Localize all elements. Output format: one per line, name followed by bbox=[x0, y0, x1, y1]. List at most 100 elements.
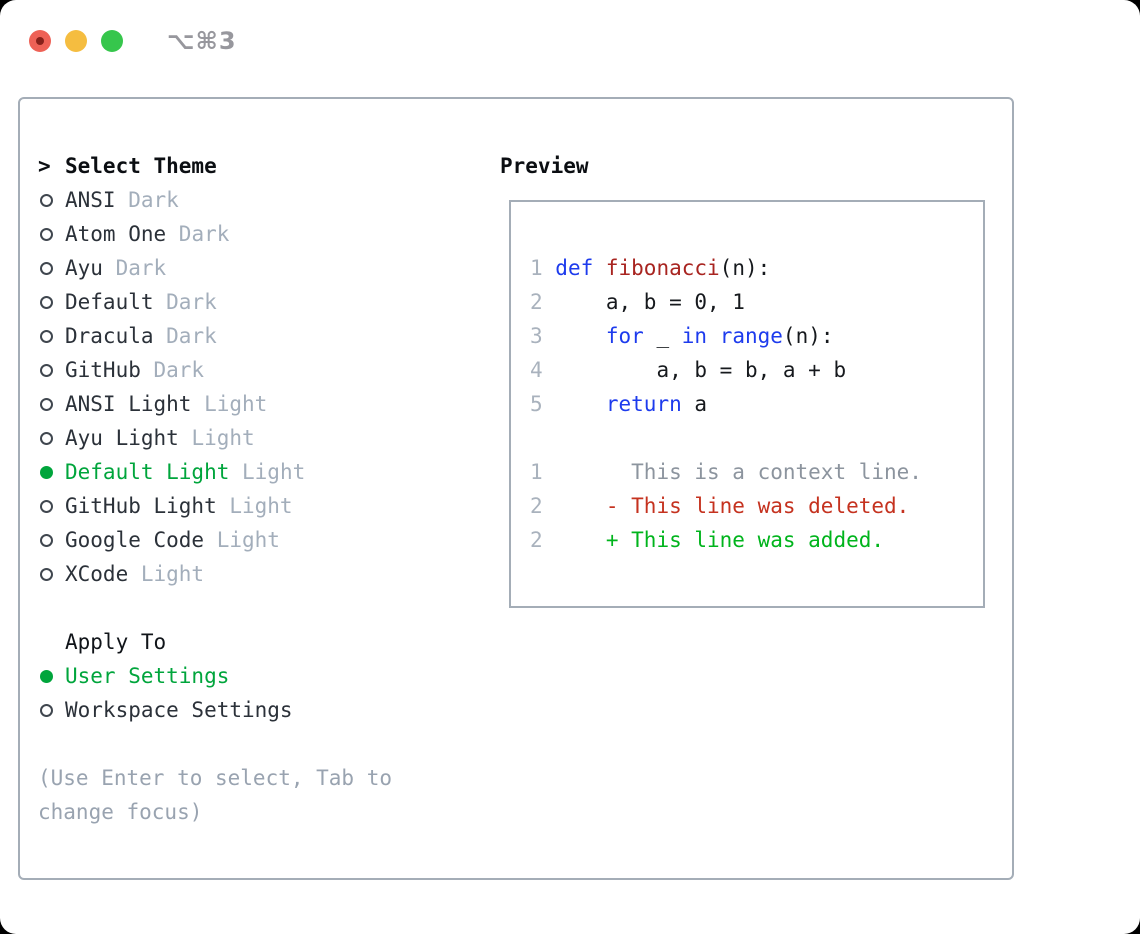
option-label: ANSI Light bbox=[65, 392, 192, 416]
code-token: 1 bbox=[530, 256, 556, 280]
option-variant-label: Dark bbox=[128, 188, 179, 212]
code-token: range bbox=[719, 324, 783, 348]
option-label: GitHub bbox=[65, 358, 141, 382]
code-token: (n): bbox=[782, 324, 834, 348]
radio-marker bbox=[38, 465, 65, 479]
radio-marker bbox=[38, 261, 65, 275]
apply-option[interactable]: User Settings bbox=[38, 659, 478, 693]
theme-option[interactable]: GitHub Light Light bbox=[38, 489, 478, 523]
radio-marker bbox=[38, 533, 65, 547]
theme-option[interactable]: Atom One Dark bbox=[38, 217, 478, 251]
code-token: This is a context line. bbox=[555, 460, 922, 484]
theme-option[interactable]: GitHub Dark bbox=[38, 353, 478, 387]
zoom-button[interactable] bbox=[101, 30, 123, 52]
option-label: Google Code bbox=[65, 528, 205, 552]
theme-option[interactable]: Default Light Light bbox=[38, 455, 478, 489]
radio-marker bbox=[38, 567, 65, 581]
code-token bbox=[555, 494, 606, 518]
radio-icon bbox=[40, 261, 53, 275]
preview-code-line: 4 a, b = b, a + b bbox=[530, 353, 983, 387]
code-token bbox=[555, 528, 606, 552]
preview-code-line: 2 - This line was deleted. bbox=[530, 489, 983, 523]
option-variant-label: Dark bbox=[166, 324, 217, 348]
apply-to-header-row: Apply To bbox=[38, 625, 478, 659]
radio-marker bbox=[38, 499, 65, 513]
select-theme-header-row: > Select Theme bbox=[38, 149, 478, 183]
radio-marker bbox=[38, 295, 65, 309]
option-variant-label: Dark bbox=[166, 290, 217, 314]
theme-selector: > Select Theme ANSI Dark Atom One Dark A… bbox=[38, 149, 478, 829]
option-variant-label: Light bbox=[242, 460, 306, 484]
titlebar: ⌥⌘3 bbox=[29, 27, 237, 55]
theme-option[interactable]: Dracula Dark bbox=[38, 319, 478, 353]
radio-marker bbox=[38, 431, 65, 445]
radio-icon bbox=[40, 363, 53, 377]
apply-to-list: User Settings Workspace Settings bbox=[38, 659, 478, 727]
theme-option[interactable]: Default Dark bbox=[38, 285, 478, 319]
radio-marker bbox=[38, 329, 65, 343]
theme-option[interactable]: Ayu Dark bbox=[38, 251, 478, 285]
theme-option[interactable]: Ayu Light Light bbox=[38, 421, 478, 455]
radio-icon bbox=[40, 227, 53, 241]
theme-option[interactable]: ANSI Dark bbox=[38, 183, 478, 217]
radio-icon bbox=[40, 533, 53, 547]
option-variant-label: Light bbox=[191, 426, 255, 450]
preview-code-line: 1 def fibonacci(n): bbox=[530, 251, 983, 285]
option-variant-label: Dark bbox=[153, 358, 205, 382]
option-label: Default Light bbox=[65, 460, 230, 484]
apply-to-title: Apply To bbox=[65, 630, 167, 654]
apply-option[interactable]: Workspace Settings bbox=[38, 693, 478, 727]
radio-marker bbox=[38, 193, 65, 207]
code-token: in bbox=[681, 324, 708, 348]
radio-marker bbox=[38, 363, 65, 377]
preview-code-line bbox=[530, 421, 983, 455]
code-token: a, b = b, a + b bbox=[555, 358, 847, 382]
option-label: User Settings bbox=[65, 664, 230, 688]
radio-icon bbox=[40, 397, 53, 411]
option-label: Default bbox=[65, 290, 154, 314]
option-variant-label: Light bbox=[229, 494, 293, 518]
help-text: (Use Enter to select, Tab to change focu… bbox=[38, 766, 393, 824]
theme-option[interactable]: ANSI Light Light bbox=[38, 387, 478, 421]
preview-code-line: 5 return a bbox=[530, 387, 983, 421]
radio-marker bbox=[38, 669, 65, 683]
theme-list: ANSI Dark Atom One Dark Ayu Dark Default… bbox=[38, 183, 478, 591]
radio-icon bbox=[40, 499, 53, 513]
radio-icon bbox=[40, 669, 53, 683]
radio-icon bbox=[40, 193, 53, 207]
code-token: 2 bbox=[530, 290, 556, 314]
radio-icon bbox=[40, 295, 53, 309]
option-variant-label: Light bbox=[204, 392, 268, 416]
code-token: 5 bbox=[530, 392, 556, 416]
theme-option[interactable]: XCode Light bbox=[38, 557, 478, 591]
code-token: 3 bbox=[530, 324, 556, 348]
preview-title: Preview bbox=[500, 154, 589, 178]
code-token: def bbox=[555, 256, 606, 280]
radio-icon bbox=[40, 567, 53, 581]
close-button[interactable] bbox=[29, 30, 51, 52]
minimize-button[interactable] bbox=[65, 30, 87, 52]
option-variant-label: Dark bbox=[115, 256, 167, 280]
code-token: 1 bbox=[530, 460, 556, 484]
preview-code-line: 2 + This line was added. bbox=[530, 523, 983, 557]
theme-option[interactable]: Google Code Light bbox=[38, 523, 478, 557]
preview-code-line: 1 This is a context line. bbox=[530, 455, 983, 489]
code-token: 4 bbox=[530, 358, 556, 382]
option-label: Ayu bbox=[65, 256, 103, 280]
code-token: fibonacci bbox=[605, 256, 720, 280]
code-token bbox=[707, 324, 720, 348]
code-token bbox=[555, 392, 606, 416]
spacer bbox=[38, 591, 478, 625]
option-label: XCode bbox=[65, 562, 129, 586]
code-token: 2 bbox=[530, 494, 556, 518]
focus-marker: > bbox=[38, 154, 65, 178]
preview-code-line: 3 for _ in range(n): bbox=[530, 319, 983, 353]
code-token: 2 bbox=[530, 528, 556, 552]
radio-icon bbox=[40, 329, 53, 343]
code-token: _ bbox=[643, 324, 682, 348]
radio-icon bbox=[40, 465, 53, 479]
code-token: for bbox=[605, 324, 644, 348]
